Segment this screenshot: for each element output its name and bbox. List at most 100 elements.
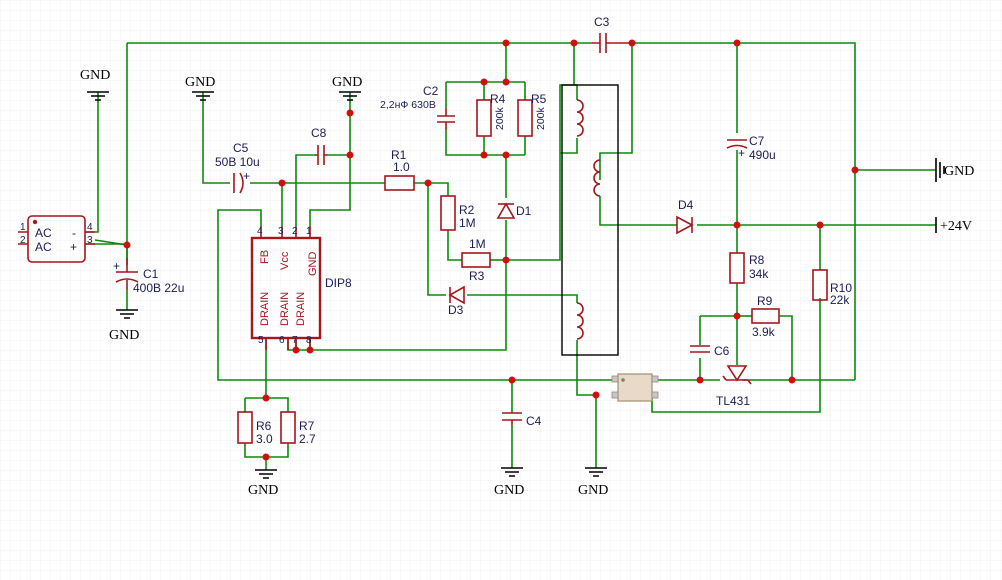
resistor-r4: R4 200k <box>476 92 506 137</box>
svg-text:C7: C7 <box>749 134 765 148</box>
plus24v-output-terminal: +24V <box>935 217 972 234</box>
svg-text:3: 3 <box>278 226 284 237</box>
svg-text:GND: GND <box>494 483 524 498</box>
svg-text:R7: R7 <box>299 419 315 433</box>
capacitor-c7: + C7 490u <box>726 134 776 162</box>
resistor-r10: R10 22k <box>812 269 852 307</box>
svg-text:3: 3 <box>87 235 93 246</box>
resistor-r9: R9 3.9k <box>751 294 780 339</box>
capacitor-c8: C8 <box>311 126 328 165</box>
svg-text:+: + <box>243 169 250 183</box>
svg-text:R2: R2 <box>459 203 475 217</box>
svg-text:1: 1 <box>306 226 312 237</box>
capacitor-c4: C4 <box>502 412 542 428</box>
svg-text:+: + <box>113 259 120 273</box>
svg-text:GND: GND <box>248 483 278 498</box>
gnd-symbol-bridge: GND <box>80 68 110 101</box>
gnd-symbol-r6r7: GND <box>248 469 278 498</box>
svg-text:200k: 200k <box>494 106 506 130</box>
svg-text:+24V: +24V <box>940 219 972 234</box>
bridge-rectifier: AC AC - + 1 2 4 3 <box>18 215 95 263</box>
svg-text:GND: GND <box>80 68 110 83</box>
svg-text:6: 6 <box>279 335 285 346</box>
svg-text:200k: 200k <box>535 106 547 130</box>
resistor-r2: R2 1M <box>440 195 476 231</box>
svg-text:4: 4 <box>257 226 263 237</box>
gnd-symbol-opto: GND <box>578 467 608 498</box>
svg-text:GND: GND <box>332 75 362 90</box>
resistor-r5: R5 200k <box>517 92 547 137</box>
gnd-output-terminal: GND <box>935 158 974 182</box>
svg-text:490u: 490u <box>749 148 776 162</box>
svg-text:+: + <box>738 146 745 160</box>
gnd-symbol-c1: GND <box>109 309 139 343</box>
svg-text:3.9k: 3.9k <box>752 325 776 339</box>
svg-text:GND: GND <box>578 483 608 498</box>
resistor-r6: R6 3.0 <box>237 411 273 446</box>
svg-text:R3: R3 <box>469 269 485 283</box>
svg-text:5: 5 <box>258 335 264 346</box>
svg-text:R8: R8 <box>749 253 765 267</box>
svg-text:1M: 1M <box>459 216 476 230</box>
svg-text:2.7: 2.7 <box>299 432 316 446</box>
svg-text:GND: GND <box>109 328 139 343</box>
svg-text:DRAIN: DRAIN <box>295 292 307 326</box>
svg-text:1.0: 1.0 <box>393 160 410 174</box>
svg-text:FB: FB <box>259 250 271 264</box>
resistor-r8: R8 34k <box>729 252 769 284</box>
svg-text:-: - <box>72 226 76 240</box>
resistor-r3: 1M R3 <box>461 237 491 283</box>
svg-text:AC: AC <box>35 240 52 254</box>
svg-text:7: 7 <box>292 335 298 346</box>
svg-text:C4: C4 <box>526 414 542 428</box>
svg-text:22k: 22k <box>830 293 850 307</box>
svg-text:400В 22u: 400В 22u <box>133 281 184 295</box>
gnd-symbol-c4: GND <box>494 467 524 498</box>
svg-text:R5: R5 <box>531 92 547 106</box>
svg-text:GND: GND <box>307 252 319 277</box>
svg-text:R4: R4 <box>490 92 506 106</box>
gnd-symbol-c5: GND <box>185 75 215 101</box>
diode-d3: D3 <box>448 285 465 317</box>
diode-d1: D1 <box>496 202 532 219</box>
capacitor-c5: + C5 50В 10u <box>215 141 260 194</box>
svg-text:C3: C3 <box>594 15 610 29</box>
svg-text:D4: D4 <box>678 198 694 212</box>
svg-text:AC: AC <box>35 226 52 240</box>
svg-text:C1: C1 <box>143 267 159 281</box>
svg-text:D3: D3 <box>448 303 464 317</box>
svg-text:Vcc: Vcc <box>279 251 291 270</box>
shunt-regulator-tl431: TL431 <box>716 365 752 408</box>
capacitor-c3: C3 <box>592 15 631 53</box>
diode-d4: D4 <box>676 198 694 235</box>
svg-text:GND: GND <box>185 75 215 90</box>
resistor-r1: R1 1.0 <box>384 148 415 191</box>
svg-text:+: + <box>70 240 77 254</box>
svg-text:R9: R9 <box>757 294 773 308</box>
svg-text:34k: 34k <box>749 267 769 281</box>
gnd-symbol-c8: GND <box>332 75 362 101</box>
svg-text:GND: GND <box>944 164 974 179</box>
svg-text:1M: 1M <box>469 237 486 251</box>
capacitor-c2: C2 2,2нФ 630В <box>380 84 455 130</box>
svg-text:TL431: TL431 <box>716 394 750 408</box>
capacitor-c1: + C1 400В 22u <box>113 258 184 295</box>
svg-text:R6: R6 <box>256 419 272 433</box>
svg-text:2,2нФ 630В: 2,2нФ 630В <box>380 99 436 111</box>
svg-text:R10: R10 <box>830 281 852 295</box>
svg-text:1: 1 <box>20 222 26 233</box>
svg-text:R1: R1 <box>391 148 407 162</box>
svg-text:C8: C8 <box>311 126 327 140</box>
svg-text:2: 2 <box>20 235 26 246</box>
svg-text:DIP8: DIP8 <box>325 276 352 290</box>
svg-text:50В 10u: 50В 10u <box>215 155 260 169</box>
svg-text:C5: C5 <box>233 141 249 155</box>
svg-text:8: 8 <box>306 335 312 346</box>
svg-text:C6: C6 <box>714 344 730 358</box>
svg-text:DRAIN: DRAIN <box>259 292 271 326</box>
svg-text:4: 4 <box>87 222 93 233</box>
resistor-r7: R7 2.7 <box>280 411 316 446</box>
svg-text:2: 2 <box>292 226 298 237</box>
